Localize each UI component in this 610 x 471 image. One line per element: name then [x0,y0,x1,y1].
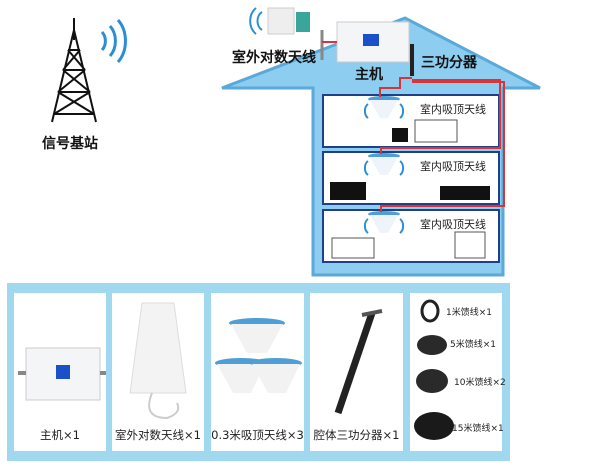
base-station-label: 信号基站 [42,136,98,152]
product-label: 室外对数天线×1 [115,428,201,442]
cell-tower-icon [51,18,127,123]
product-card-host: 主机×1 [14,293,106,451]
product-label: 腔体三功分器×1 [313,428,400,442]
product-card-cables: 1米馈线×1 5米馈线×1 10米馈线×2 15米馈线×1 [410,293,506,451]
splitter-label: 三功分器 [421,55,477,71]
house-diagram [221,7,541,277]
host-label: 主机 [355,67,383,83]
product-card-outdoor-antenna: 室外对数天线×1 [112,293,204,451]
cable-label: 10米馈线×2 [454,378,506,388]
cable-label: 5米馈线×1 [450,340,496,350]
floor-3-antenna-label: 室内吸顶天线 [420,103,486,116]
floor-1-antenna-label: 室内吸顶天线 [420,218,486,231]
cavity-splitter-icon [334,309,383,415]
product-label: 主机×1 [40,428,80,442]
floor-3 [322,94,500,148]
floor-1 [322,209,500,263]
cable-label: 1米馈线×1 [446,308,492,318]
product-card-splitter: 腔体三功分器×1 [310,293,403,451]
floor-2-antenna-label: 室内吸顶天线 [420,160,486,173]
product-card-ceiling-antennas: 0.3米吸顶天线×3 [211,293,304,451]
product-label: 0.3米吸顶天线×3 [211,428,304,442]
log-periodic-antenna-icon [129,302,187,420]
cable-label: 15米馈线×1 [452,424,504,434]
outdoor-antenna-label: 室外对数天线 [232,50,316,66]
host-unit-icon [18,347,106,401]
cable-coil-icon [414,299,454,440]
ceiling-antenna-icon [215,318,302,393]
